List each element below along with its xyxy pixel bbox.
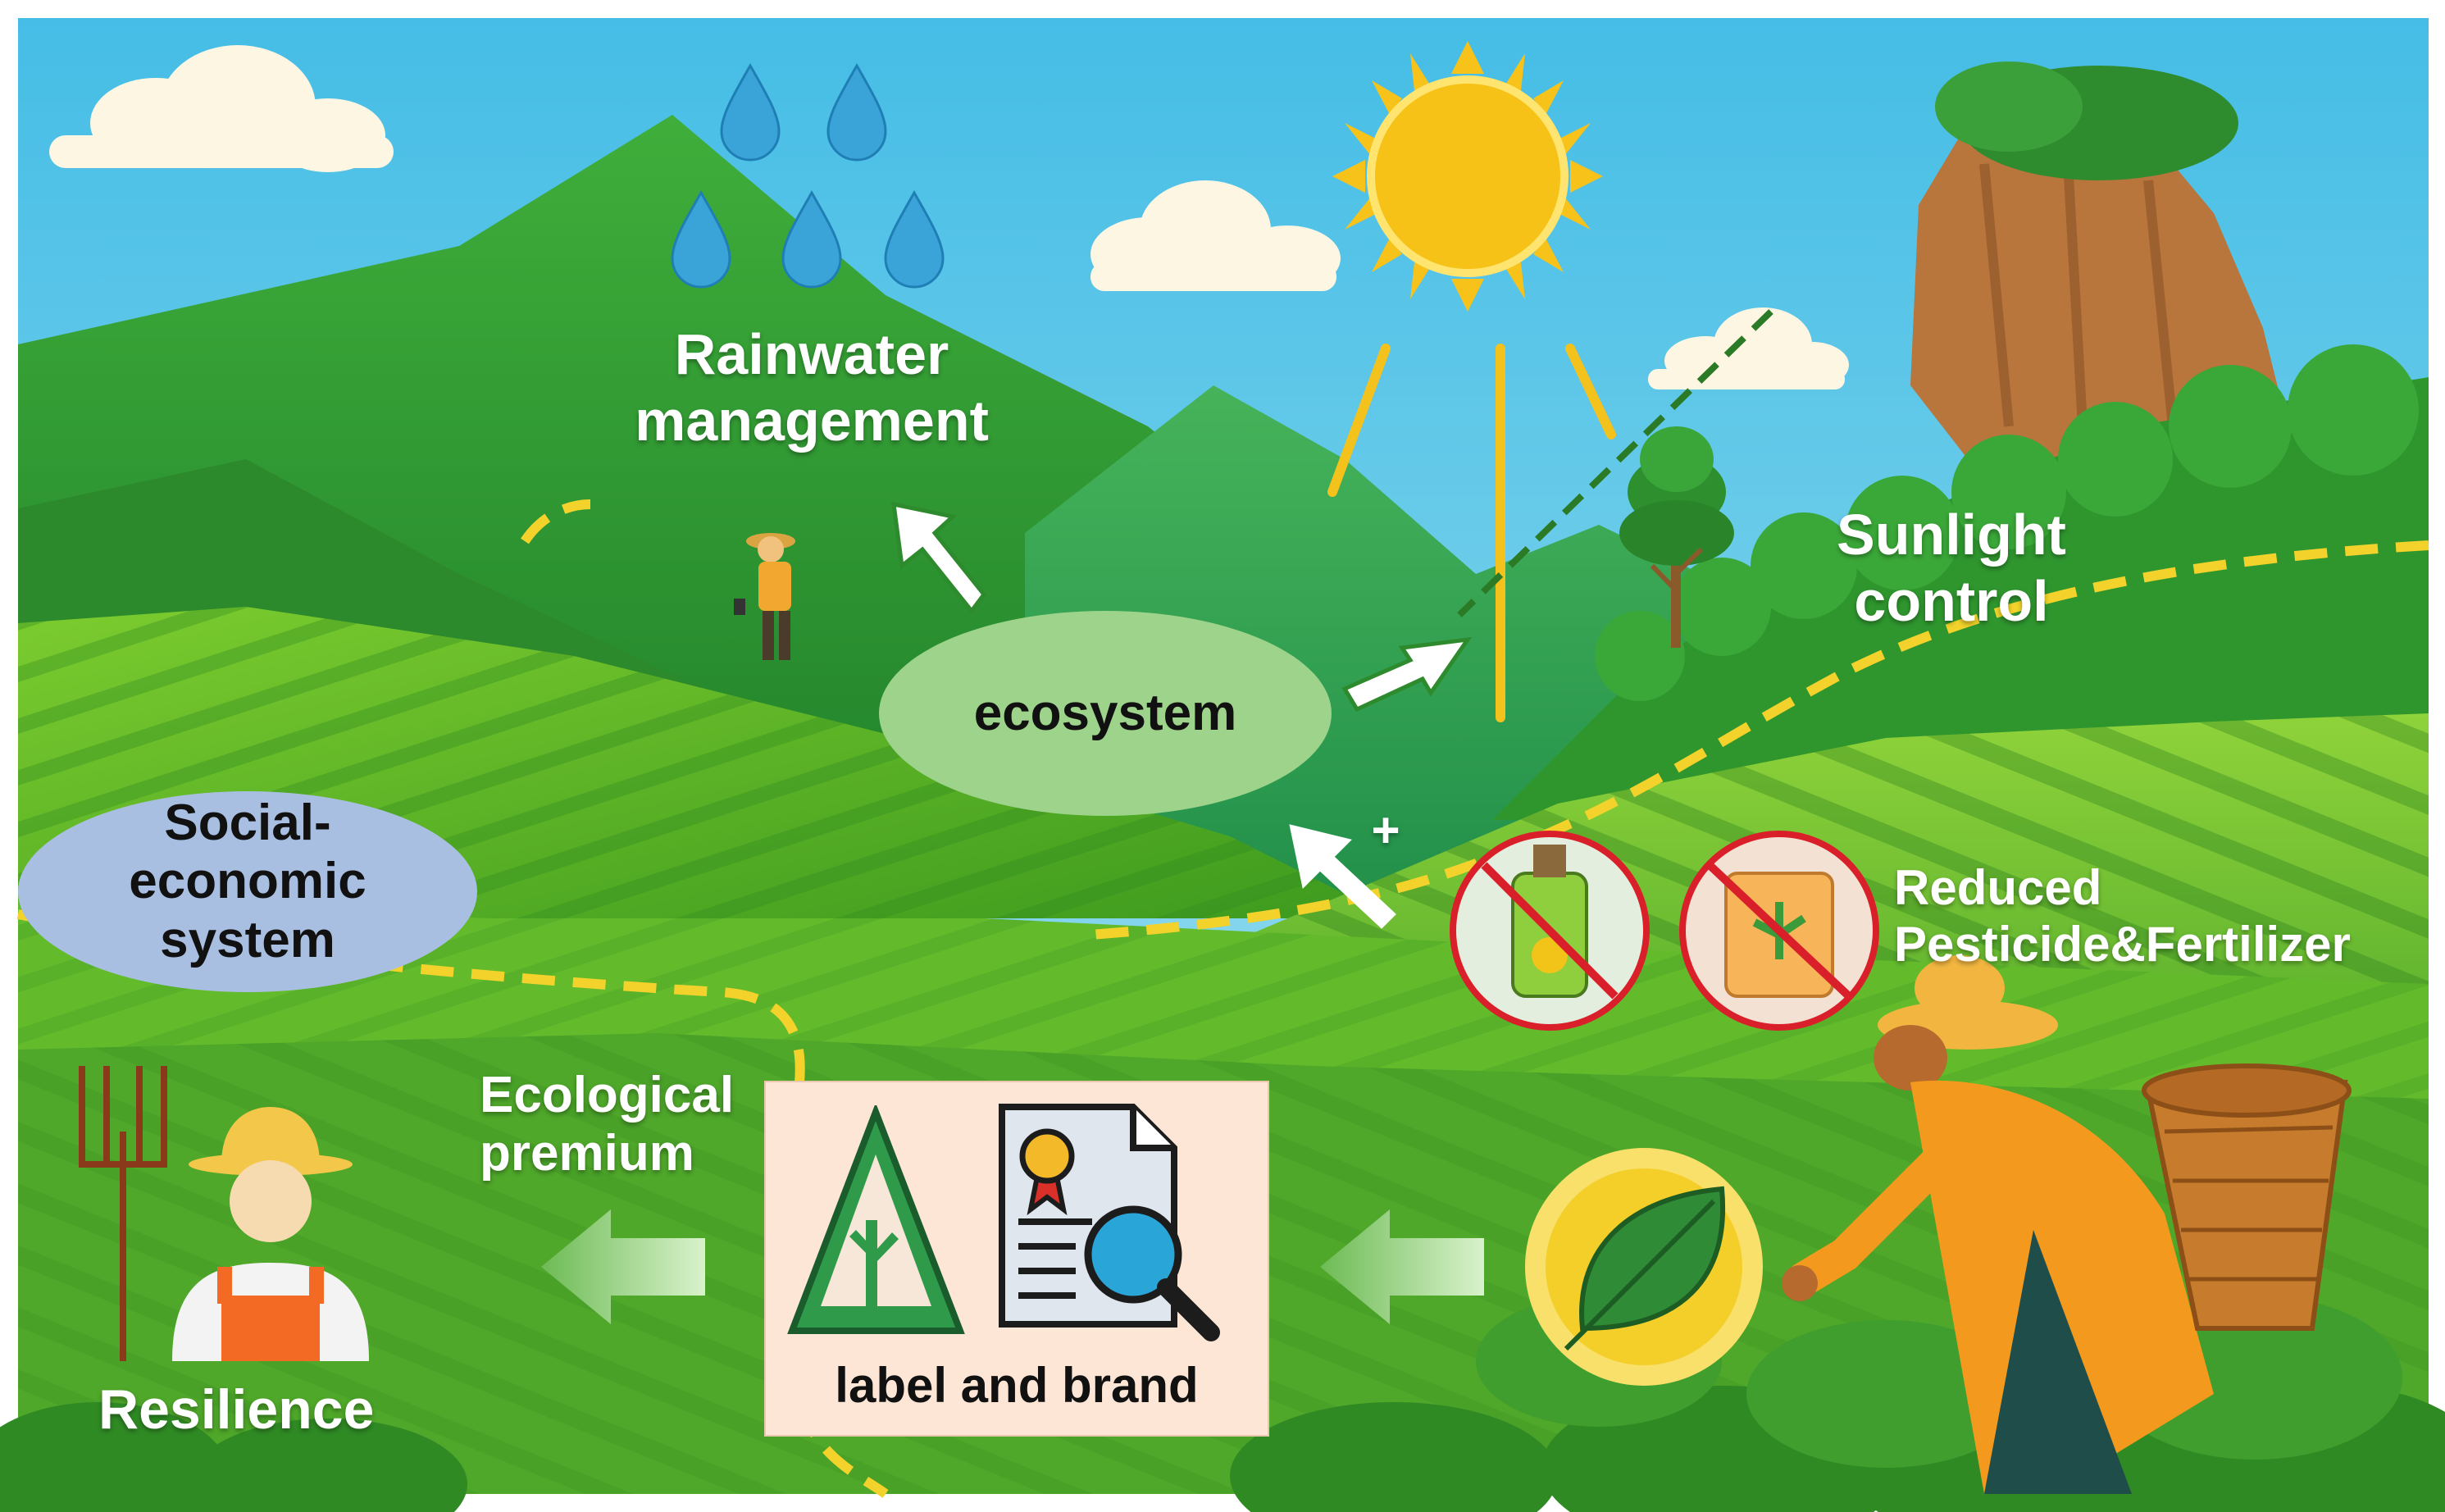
ecosystem-label: ecosystem (973, 685, 1237, 742)
forest-slope (1492, 377, 2429, 820)
sunlight-control-label: Sunlight control (1837, 503, 2066, 633)
social-economic-node (18, 791, 477, 992)
farmer-icon (172, 1107, 369, 1361)
raindrop-icon (671, 62, 945, 289)
arrow-to-rainwater (891, 501, 987, 615)
tree-icon (1619, 426, 1734, 648)
arrow-premium (541, 1209, 705, 1324)
sunlight-rays (1327, 344, 1616, 722)
farmer-working-figure (734, 533, 795, 660)
arrow-label (1320, 1209, 1484, 1324)
plus-sign: + (1371, 803, 1400, 858)
sun-icon (1332, 41, 1603, 312)
pitchfork-icon (79, 1066, 167, 1361)
no-pesticide-icon (1450, 831, 1650, 1031)
ecological-premium-label: Ecological premium (480, 1067, 735, 1182)
arrow-to-ecosystem (1289, 824, 1396, 929)
certificate-icon (999, 1104, 1220, 1341)
rainwater-management-label: Rainwater management (635, 322, 989, 453)
leaf-icon (1525, 1148, 1763, 1386)
shade-line (1457, 309, 1773, 617)
tea-picker-figure (1782, 955, 2352, 1494)
cloud-icon (49, 45, 394, 172)
ecosystem-node: ecosystem (879, 611, 1332, 816)
cloud-icon (1648, 307, 1849, 389)
resilience-label: Resilience (98, 1378, 375, 1441)
social-economic-label: Social- economic system (129, 795, 367, 968)
reduced-pesticide-fertilizer-label: Reduced Pesticide&Fertilizer (1894, 860, 2351, 972)
label-brand-text: label and brand (835, 1358, 1199, 1413)
no-fertilizer-icon (1679, 831, 1879, 1031)
label-brand-box: label and brand (764, 1081, 1269, 1437)
eco-label-icon (787, 1105, 965, 1334)
cloud-icon (1090, 180, 1341, 291)
arrow-to-sunlight (1341, 636, 1473, 713)
